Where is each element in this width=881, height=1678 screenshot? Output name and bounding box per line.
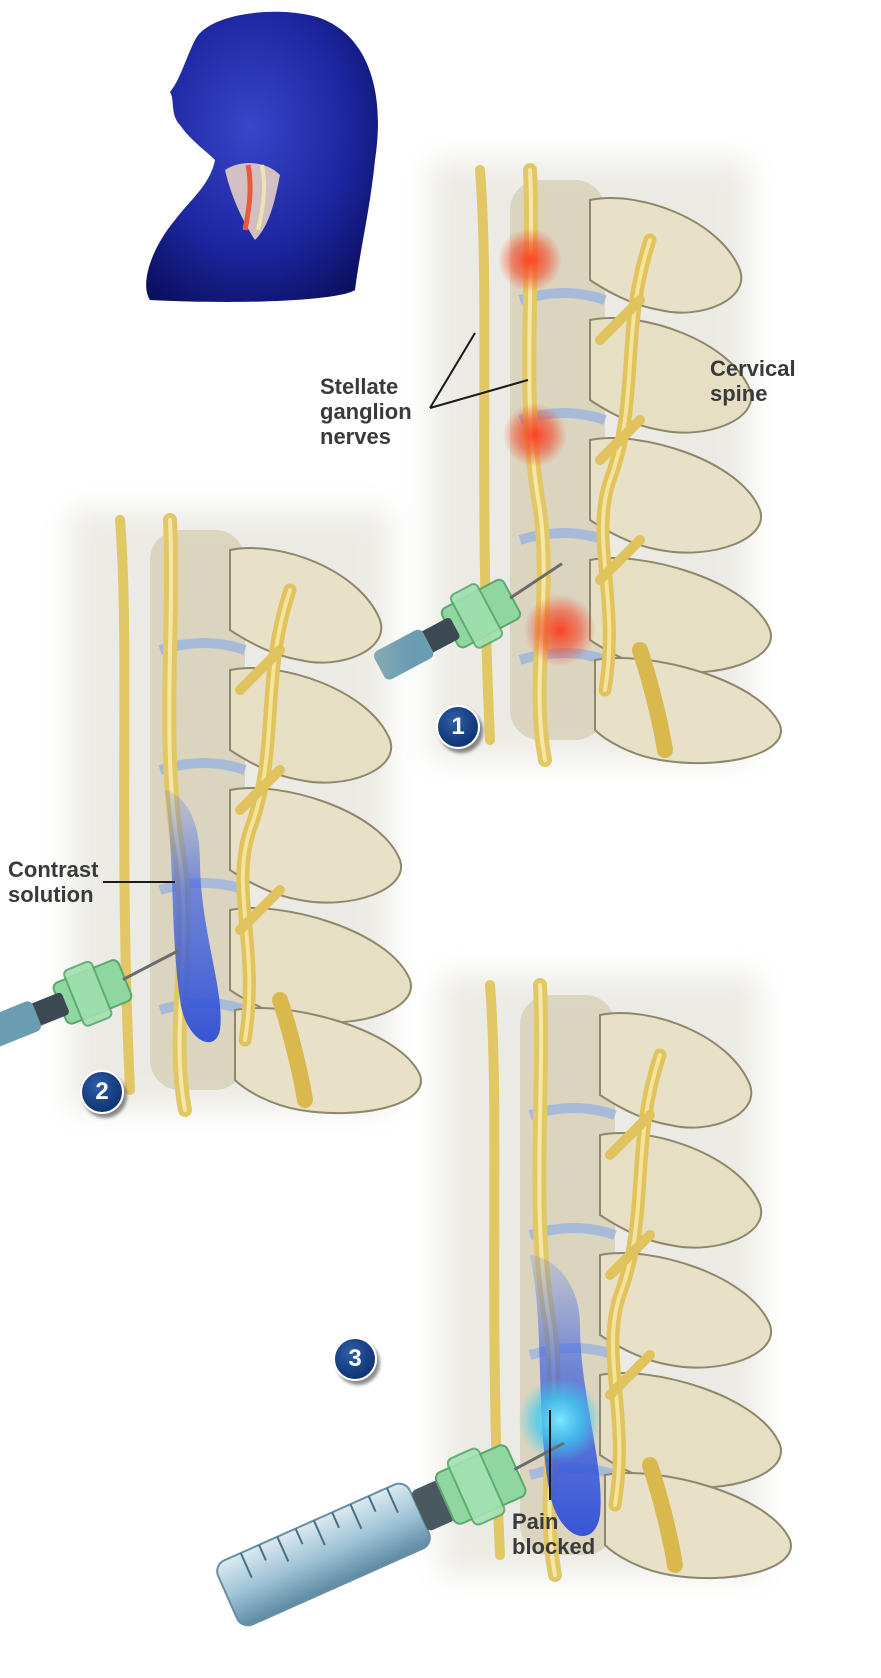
spine-panel-2 bbox=[70, 510, 421, 1113]
anesthetic-spot bbox=[518, 1378, 602, 1462]
step-badge-3: 3 bbox=[333, 1337, 377, 1381]
head-silhouette bbox=[146, 12, 378, 302]
inflammation-spot bbox=[498, 228, 562, 292]
inflammation-spot bbox=[503, 403, 567, 467]
step-badge-2: 2 bbox=[80, 1070, 124, 1114]
step-badge-1: 1 bbox=[436, 705, 480, 749]
label-cervical-spine: Cervical spine bbox=[710, 356, 796, 406]
label-pain-blocked: Pain blocked bbox=[512, 1509, 595, 1559]
label-contrast-solution: Contrast solution bbox=[8, 857, 98, 907]
inflammation-spot bbox=[524, 594, 596, 666]
spine-panel-1 bbox=[430, 160, 781, 763]
label-stellate-ganglion-nerves: Stellate ganglion nerves bbox=[320, 374, 412, 449]
